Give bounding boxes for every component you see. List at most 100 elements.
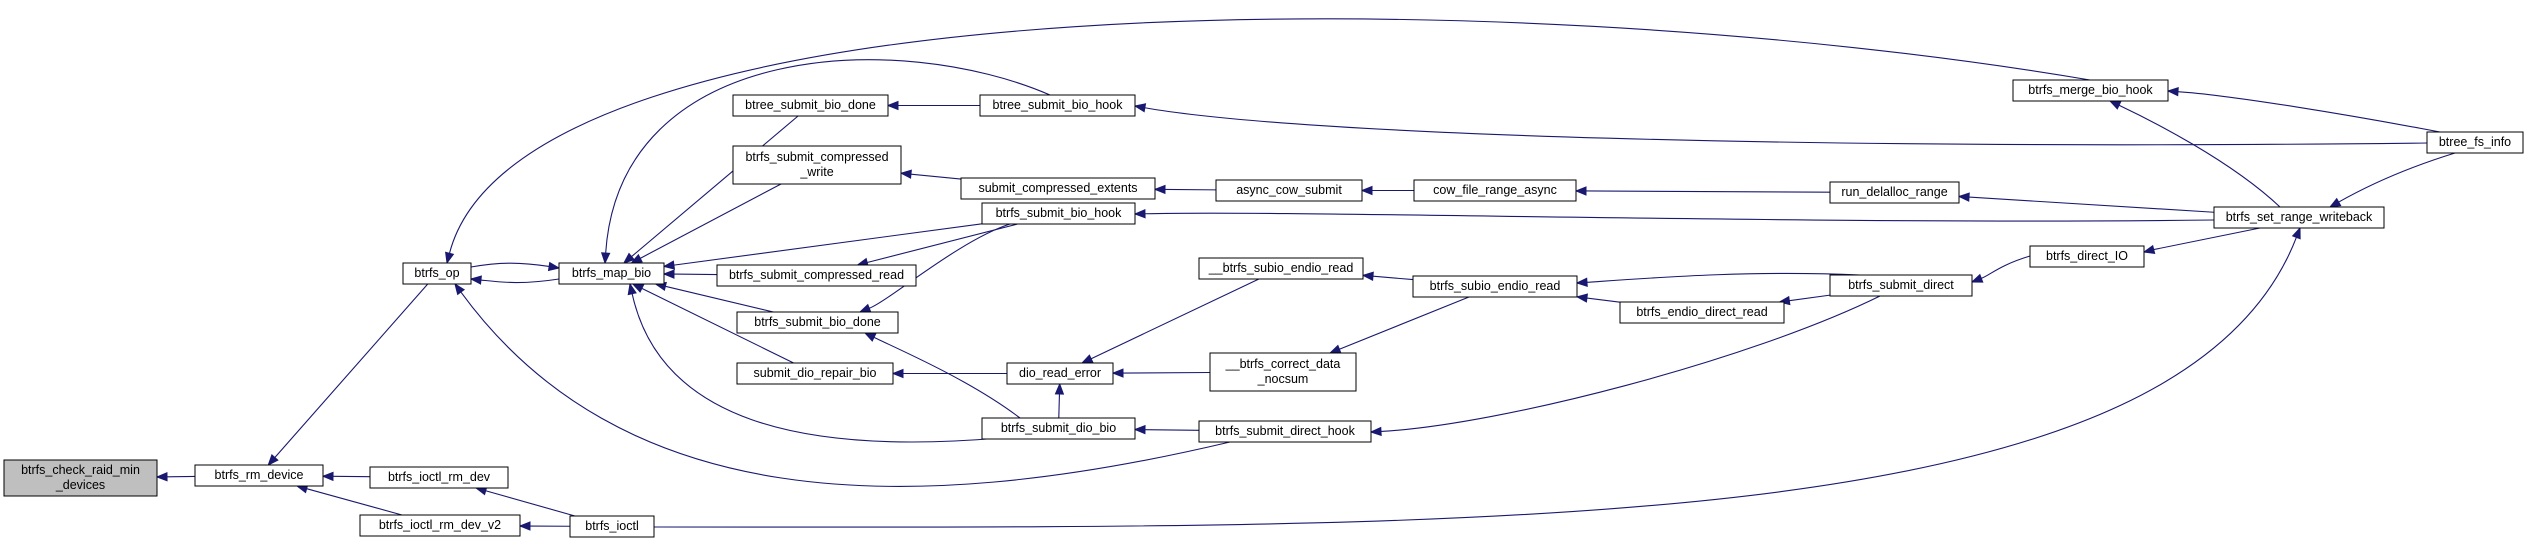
node-box <box>1209 352 1357 392</box>
node-comp-read[interactable]: btrfs_submit_compressed_read <box>716 264 917 287</box>
arrowhead-icon <box>267 453 279 467</box>
edge-u_subio_read-to-dio_read_error <box>1080 278 1260 364</box>
arrowhead-icon <box>1328 344 1342 354</box>
arrowhead-icon <box>547 261 561 272</box>
edge-line <box>448 18 2091 254</box>
node-box <box>1198 420 1372 443</box>
node-box <box>2426 131 2524 154</box>
edge-bio_done-to-map_bio <box>654 281 774 313</box>
nodes: btrfs_check_raid_min_devices btrfs_rm_dev… <box>3 79 2524 538</box>
node-op[interactable]: btrfs_op <box>402 262 472 285</box>
arrowhead-icon <box>2108 100 2122 110</box>
node-box <box>569 515 655 538</box>
node-label: submit_dio_repair_bio <box>754 366 877 380</box>
node-merge-hook[interactable]: btrfs_merge_bio_hook <box>2012 79 2169 102</box>
node-label: _write <box>799 165 833 179</box>
node-direct-hook[interactable]: btrfs_submit_direct_hook <box>1198 420 1372 443</box>
edge-line <box>1585 190 1831 193</box>
edge-line <box>1380 295 1881 433</box>
node-cow-async[interactable]: cow_file_range_async <box>1413 179 1577 202</box>
edge-op-to-map_bio <box>470 261 561 272</box>
node-label: btrfs_op <box>414 266 459 280</box>
node-btree-hook[interactable]: btree_submit_bio_hook <box>979 94 1136 117</box>
node-map-bio[interactable]: btrfs_map_bio <box>558 262 665 285</box>
node-box <box>2213 206 2385 229</box>
arrowhead-icon <box>2142 244 2156 255</box>
edge-cow_async-to-async_cow <box>1360 185 1414 196</box>
node-label: btrfs_ioctl_rm_dev <box>388 470 491 484</box>
node-label: async_cow_submit <box>1236 183 1342 197</box>
node-direct-io[interactable]: btrfs_direct_IO <box>2029 245 2145 268</box>
edge-line <box>631 115 799 257</box>
arrowhead-icon <box>1957 192 1970 202</box>
node-ioctl-rm-dev-v2[interactable]: btrfs_ioctl_rm_dev_v2 <box>359 514 521 537</box>
node-u-subio-read[interactable]: __btrfs_subio_endio_read <box>1198 257 1364 280</box>
edge-comp_write-to-map_bio <box>630 183 782 264</box>
arrowhead-icon <box>1361 271 1374 281</box>
node-bio-hook[interactable]: btrfs_submit_bio_hook <box>981 202 1136 225</box>
node-box <box>1619 301 1785 324</box>
node-delalloc[interactable]: run_delalloc_range <box>1829 181 1960 204</box>
node-async-cow[interactable]: async_cow_submit <box>1215 179 1363 202</box>
edge-line <box>1144 107 2428 146</box>
edge-ioctl_rm_dev_v2-to-rm_device <box>295 484 403 516</box>
node-label: _nocsum <box>1257 372 1309 386</box>
node-label: btrfs_endio_direct_read <box>1636 305 1767 319</box>
node-label: btrfs_submit_direct_hook <box>1215 424 1355 438</box>
arrowhead-icon <box>886 100 899 111</box>
edge-set_wb-to-bio_hook <box>1133 209 2215 222</box>
edge-line <box>639 183 782 259</box>
node-box <box>979 94 1136 117</box>
arrowhead-icon <box>630 253 643 264</box>
arrowhead-icon <box>1153 184 1166 195</box>
node-submit-direct[interactable]: btrfs_submit_direct <box>1829 274 1973 297</box>
edge-line <box>673 223 983 266</box>
node-box <box>1215 179 1363 202</box>
node-box <box>3 459 158 497</box>
node-root: btrfs_check_raid_min_devices <box>3 459 158 497</box>
edge-line <box>873 336 1021 419</box>
edge-subio_read-to-u_subio_read <box>1361 271 1414 281</box>
edge-direct_hook-to-op <box>454 282 1231 487</box>
node-rm-device[interactable]: btrfs_rm_device <box>194 464 324 487</box>
node-label: btrfs_direct_IO <box>2046 249 2128 263</box>
edge-dio_repair-to-map_bio <box>631 283 794 364</box>
arrowhead-icon <box>1574 186 1587 196</box>
node-dio-bio[interactable]: btrfs_submit_dio_bio <box>981 417 1136 440</box>
node-btree-done[interactable]: btree_submit_bio_done <box>732 94 889 117</box>
node-label: btrfs_submit_dio_bio <box>1001 421 1116 435</box>
node-ioctl[interactable]: btrfs_ioctl <box>569 515 655 538</box>
node-label: __btrfs_correct_data <box>1225 357 1341 371</box>
node-ioctl-rm-dev[interactable]: btrfs_ioctl_rm_dev <box>369 466 509 489</box>
node-label: __btrfs_subio_endio_read <box>1208 261 1354 275</box>
node-box <box>981 202 1136 225</box>
edge-ioctl_rm_dev-to-rm_device <box>321 471 371 482</box>
arrowhead-icon <box>627 282 637 296</box>
node-bio-done[interactable]: btrfs_submit_bio_done <box>736 311 899 334</box>
node-dio-repair[interactable]: submit_dio_repair_bio <box>736 362 894 385</box>
edge-submit_direct-to-direct_hook <box>1369 295 1881 437</box>
edge-btree_done-to-map_bio <box>622 115 799 264</box>
node-comp-write[interactable]: btrfs_submit_compressed_write <box>732 145 902 185</box>
edge-line <box>867 223 1018 264</box>
arrowhead-icon <box>321 471 334 482</box>
edge-line <box>274 283 429 458</box>
node-comp-extents[interactable]: submit_compressed_extents <box>960 177 1156 200</box>
edges <box>155 18 2456 531</box>
arrowhead-icon <box>1369 426 1382 437</box>
edge-line <box>1090 278 1260 360</box>
node-label: btrfs_rm_device <box>215 468 304 482</box>
node-fs-info[interactable]: btree_fs_info <box>2426 131 2524 154</box>
node-label: btrfs_ioctl_rm_dev_v2 <box>379 518 501 532</box>
node-box <box>369 466 509 489</box>
node-subio-read[interactable]: btrfs_subio_endio_read <box>1412 275 1578 298</box>
node-endio-direct[interactable]: btrfs_endio_direct_read <box>1619 301 1785 324</box>
node-label: btrfs_submit_compressed_read <box>729 268 904 282</box>
node-set-wb[interactable]: btrfs_set_range_writeback <box>2213 206 2385 229</box>
node-u-correct[interactable]: __btrfs_correct_data_nocsum <box>1209 352 1357 392</box>
edge-line <box>631 293 1001 443</box>
edge-submit_direct-to-endio_direct <box>1778 294 1831 306</box>
node-dio-read-error[interactable]: dio_read_error <box>1006 362 1114 385</box>
edge-line <box>1339 296 1470 350</box>
node-label: btree_fs_info <box>2439 135 2511 149</box>
